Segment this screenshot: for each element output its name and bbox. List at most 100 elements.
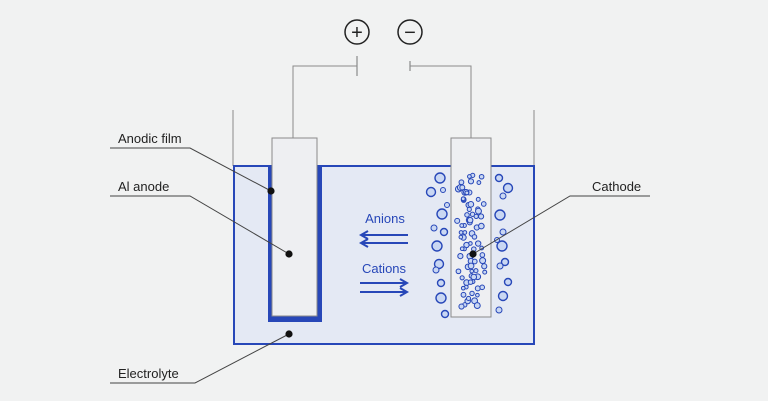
bubble: [467, 201, 475, 208]
negative-terminal: −: [397, 19, 423, 45]
cations-arrowhead-1: [399, 278, 410, 288]
bubble: [469, 290, 475, 297]
bubble: [467, 178, 475, 185]
al-anode-dot: [285, 250, 293, 258]
bubble: [436, 278, 446, 288]
bubble: [473, 268, 479, 274]
electrolyte-label: Electrolyte: [118, 366, 179, 381]
bubble: [460, 291, 467, 298]
anions-label: Anions: [365, 211, 405, 226]
bubble: [435, 292, 447, 304]
anode-wire: [292, 65, 357, 138]
cathode-wire: [410, 65, 472, 138]
bubble: [464, 212, 470, 218]
bubble: [496, 262, 504, 270]
bubble: [473, 302, 481, 310]
callout-electrolyte: Electrolyte: [110, 330, 293, 384]
bubble: [425, 186, 437, 198]
bubble: [467, 279, 474, 285]
bubble: [458, 179, 465, 186]
bubble: [434, 172, 446, 184]
negative-symbol: −: [404, 22, 416, 44]
al-anode-leader: [110, 195, 290, 255]
cations-arrowhead-2: [399, 287, 410, 297]
bubble: [465, 295, 472, 302]
bubble: [475, 207, 482, 215]
cathode-leader: [472, 195, 650, 255]
bubble: [478, 222, 485, 230]
bubble: [436, 208, 448, 220]
bubble: [458, 234, 464, 240]
bubble: [499, 228, 507, 236]
anodic-film-label: Anodic film: [118, 131, 182, 146]
bubble: [457, 253, 464, 260]
bubble: [475, 292, 480, 298]
gas-bubbles: [425, 172, 514, 319]
bubble: [459, 246, 465, 252]
bubble: [478, 173, 485, 180]
bubble: [440, 187, 446, 193]
bubble: [466, 216, 474, 224]
bubble: [479, 257, 487, 265]
cathode-electrode: [450, 137, 492, 318]
cations-label: Cations: [362, 261, 407, 276]
al-anode: [271, 137, 318, 317]
bubble: [458, 230, 464, 235]
anions-arrowhead-1: [358, 230, 369, 240]
bubble: [497, 290, 509, 302]
anions-arrows: Anions: [358, 211, 408, 248]
bubble: [470, 273, 478, 281]
bubble: [430, 224, 438, 232]
bubble: [503, 277, 513, 287]
bubble: [481, 263, 488, 270]
bubble: [439, 227, 449, 237]
bubble: [495, 306, 503, 314]
bubble: [482, 269, 488, 275]
bubble: [440, 309, 450, 319]
bubble: [500, 257, 510, 267]
bubble: [467, 262, 475, 270]
bubble: [471, 258, 478, 265]
bubble: [480, 201, 487, 207]
bubble: [455, 268, 462, 275]
bubble: [458, 303, 465, 310]
bubble: [494, 173, 504, 183]
bubble: [466, 206, 472, 212]
bubble: [499, 192, 507, 200]
bubble: [478, 213, 485, 220]
bubble: [467, 174, 472, 179]
bubble: [474, 285, 481, 292]
bubble: [459, 275, 465, 281]
electrolyte-leader: [110, 333, 290, 384]
positive-terminal: +: [344, 19, 370, 45]
bubble: [431, 240, 443, 252]
bubble: [464, 190, 470, 196]
bubble: [459, 184, 466, 191]
callout-anodic-film: Anodic film: [110, 131, 275, 195]
electrolyte-dot: [285, 330, 293, 338]
bubble: [476, 180, 482, 185]
bubble: [459, 223, 465, 228]
bubble: [475, 196, 481, 202]
bubble: [502, 182, 514, 194]
positive-symbol: +: [351, 22, 363, 44]
bubble: [454, 217, 461, 224]
bubble: [496, 240, 508, 252]
bubble: [432, 266, 440, 274]
anions-arrowhead-2: [358, 238, 369, 248]
al-anode-label: Al anode: [118, 179, 169, 194]
bubble: [469, 268, 475, 274]
bubble: [494, 209, 506, 221]
anodic-film-leader: [110, 147, 272, 192]
anodic-film-dot: [267, 187, 275, 195]
bubble: [460, 196, 466, 202]
positive-terminal-circle: [344, 19, 370, 45]
bubble: [444, 202, 450, 208]
cations-arrows: Cations: [360, 261, 410, 297]
cathode-dot: [469, 250, 477, 258]
callout-al-anode: Al anode: [110, 179, 293, 258]
bubble: [462, 230, 468, 235]
bubble: [460, 285, 466, 291]
